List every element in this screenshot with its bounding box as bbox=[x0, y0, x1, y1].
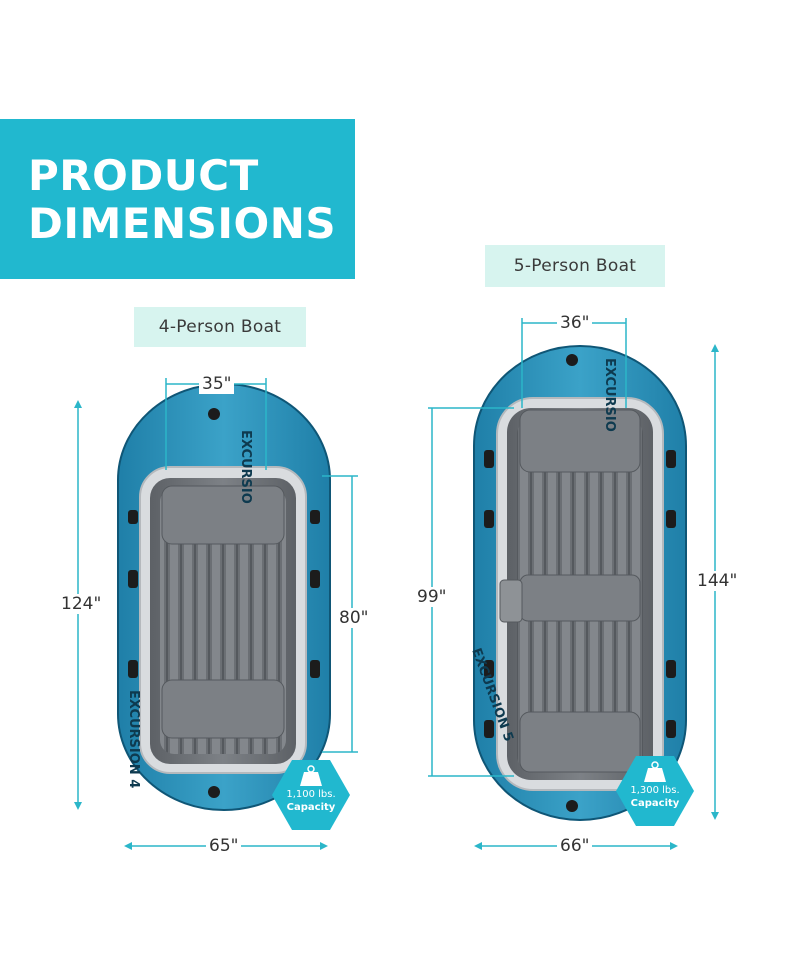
small-capacity-label: Capacity bbox=[286, 802, 336, 813]
title-line-1: PRODUCT bbox=[28, 151, 259, 200]
small-boat-brand-side: EXCURSION 4 bbox=[126, 690, 141, 788]
large-boat: EXCURSIO EXCURSION 5 bbox=[468, 345, 687, 821]
dimension-arrows bbox=[74, 344, 719, 850]
small-width-top: 35" bbox=[199, 374, 235, 394]
weight-icon bbox=[644, 761, 666, 782]
title-banner: PRODUCT DIMENSIONS bbox=[0, 119, 355, 279]
large-capacity-weight: 1,300 lbs. bbox=[630, 785, 680, 796]
weight-icon bbox=[300, 765, 322, 786]
large-length-inner: 99" bbox=[414, 587, 450, 607]
small-boat: EXCURSIO EXCURSION 4 bbox=[117, 383, 331, 811]
small-boat-label: 4-Person Boat bbox=[134, 307, 306, 347]
large-capacity-label: Capacity bbox=[630, 798, 680, 809]
small-capacity-badge bbox=[272, 760, 350, 830]
large-boat-label: 5-Person Boat bbox=[485, 245, 665, 287]
large-width-top: 36" bbox=[557, 313, 593, 333]
large-width-total: 66" bbox=[557, 836, 593, 856]
large-capacity-badge bbox=[616, 756, 694, 826]
large-length-total: 144" bbox=[694, 571, 741, 591]
small-capacity-weight: 1,100 lbs. bbox=[286, 789, 336, 800]
small-boat-brand-top: EXCURSIO bbox=[238, 430, 253, 504]
small-capacity-text: 1,100 lbs. Capacity bbox=[276, 788, 346, 814]
small-length-total: 124" bbox=[58, 594, 105, 614]
large-capacity-text: 1,300 lbs. Capacity bbox=[620, 784, 690, 810]
small-width-total: 65" bbox=[206, 836, 242, 856]
small-length-inner: 80" bbox=[336, 608, 372, 628]
title-line-2: DIMENSIONS bbox=[28, 199, 337, 248]
large-boat-brand-top: EXCURSIO bbox=[602, 358, 617, 432]
